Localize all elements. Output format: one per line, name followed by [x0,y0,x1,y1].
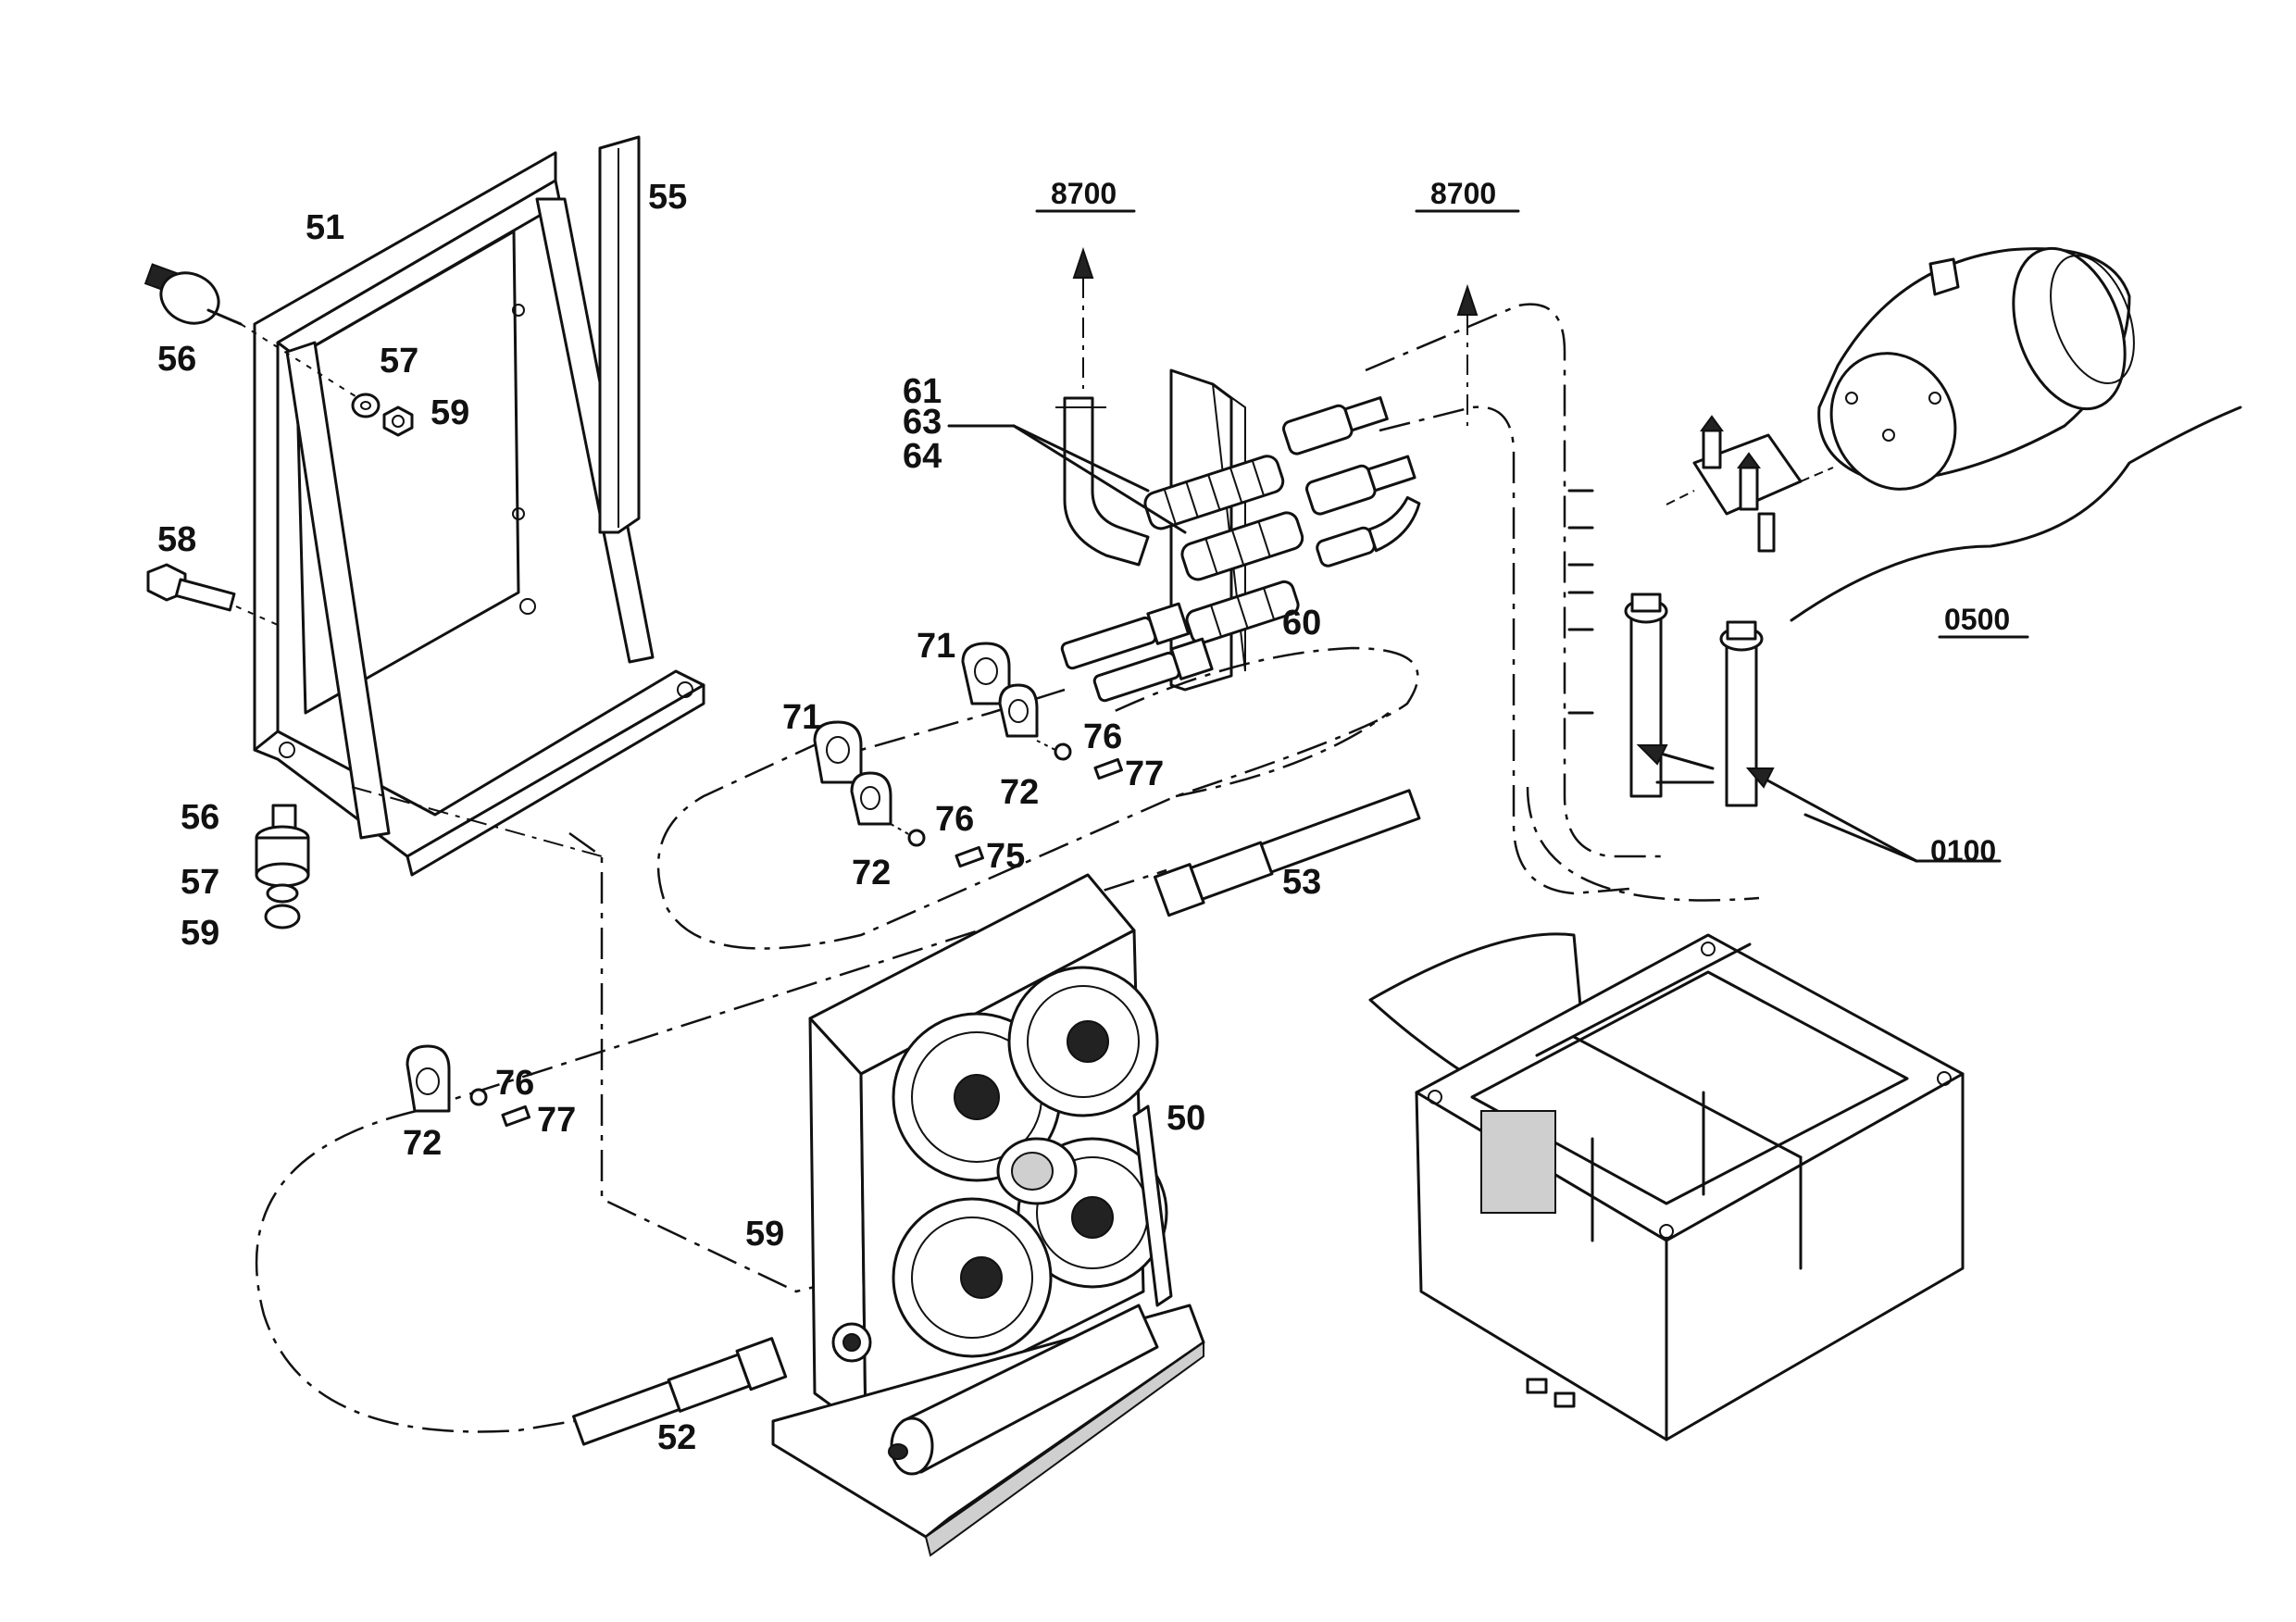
callout-64: 64 [903,437,942,476]
cab-frame [1368,932,1965,1441]
callout-76-right: 76 [1083,717,1122,756]
callout-56-bottom: 56 [181,798,219,837]
washer-nut-top [351,393,414,437]
callout-63: 63 [903,403,942,442]
compressor-0500 [1666,246,2242,622]
hoses-0100 [1567,489,2002,863]
callout-72-right: 72 [1000,773,1039,812]
reference-arrows-8700 [1035,209,1520,426]
callout-51: 51 [306,208,344,247]
callout-60: 60 [1282,604,1321,643]
callout-58: 58 [157,520,196,559]
mounting-bracket-51 [253,151,705,877]
hose-elbow-left [1055,396,1150,567]
callout-59-top: 59 [430,393,469,432]
callout-77-lower: 77 [537,1101,576,1140]
callout-57-bottom: 57 [181,863,219,902]
callout-59-condenser: 59 [745,1215,784,1254]
fittings-61-63-64 [947,396,1421,703]
callout-59-bottom: 59 [181,914,219,953]
callout-71-right: 71 [917,627,955,666]
callout-72-left: 72 [852,854,891,892]
callout-71-left: 71 [782,698,821,737]
hose-52 [572,1337,788,1446]
receiver-drier [888,1304,1159,1476]
callout-61: 61 [903,372,942,411]
rubber-mount-56-top [144,263,367,404]
callout-53: 53 [1282,863,1321,902]
reference-8700-left: 8700 [1051,177,1117,210]
callout-55: 55 [648,178,687,217]
callout-57-top: 57 [380,342,418,381]
callout-50: 50 [1167,1099,1205,1138]
callout-75: 75 [986,837,1025,876]
strip-55 [598,135,641,534]
callout-76-lower: 76 [495,1064,534,1103]
rubber-mount-56-bottom [255,804,310,930]
reference-0500: 0500 [1944,603,2010,636]
callout-56-top: 56 [157,340,196,379]
callout-72-lower: 72 [403,1124,442,1163]
bolt-58 [146,563,279,626]
reference-8700-right: 8700 [1430,177,1496,210]
fan-2 [1007,966,1159,1117]
fan-4 [892,1197,1053,1358]
hose-53 [1153,789,1421,917]
callout-76-left: 76 [935,800,974,839]
fan-motor-center [996,1137,1078,1205]
reference-0100: 0100 [1930,834,1996,867]
callout-77-right: 77 [1125,755,1164,793]
clamps-71-72 [406,642,1123,1128]
callout-52: 52 [657,1418,696,1457]
condenser-unit-50 [771,873,1205,1557]
